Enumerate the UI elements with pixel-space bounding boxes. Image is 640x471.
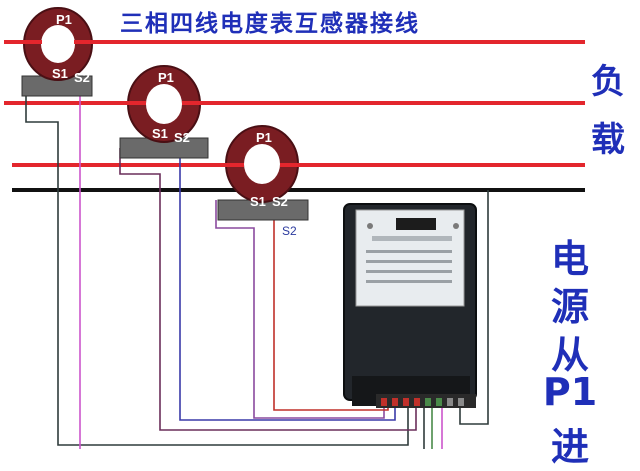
side-source-char-5: 进 [550, 425, 589, 469]
terminal-block-icon [376, 394, 476, 408]
side-source-char-1: 电 [550, 237, 589, 281]
wire-ct2-s1 [119, 148, 417, 431]
current-transformer-2 [119, 65, 210, 159]
ct1-s2-label: S2 [74, 70, 90, 85]
side-load-char-2: 载 [591, 120, 625, 160]
current-transformer-3 [217, 125, 309, 221]
ct1-s1-label: S1 [52, 66, 68, 81]
side-source-char-3: 从 [550, 333, 589, 377]
wire-neutral-meter [459, 190, 489, 425]
electricity-meter-icon [343, 203, 477, 406]
wire-ct2-s2 [179, 150, 396, 421]
ct3-s2-label: S2 [272, 194, 288, 209]
wiring-diagram: 三相四线电度表互感器接线 负 载 电 源 从 P1 进 P1 S1 S2 P1 … [4, 7, 625, 469]
wire-ct1-s1 [25, 82, 409, 446]
side-source-char-4: P1 [542, 370, 598, 414]
ct2-p1-label: P1 [158, 70, 174, 85]
s2-lead-label: S2 [282, 224, 297, 238]
side-source-char-2: 源 [550, 285, 589, 329]
wire-ct3-s2 [273, 212, 389, 411]
side-load-char-1: 负 [591, 62, 625, 102]
current-transformer-1 [4, 7, 112, 97]
ct2-s2-label: S2 [174, 130, 190, 145]
ct2-s1-label: S1 [152, 126, 168, 141]
ct3-s1-label: S1 [250, 194, 266, 209]
diagram-canvas [4, 7, 585, 449]
page-title: 三相四线电度表互感器接线 [120, 11, 420, 37]
wire-ct3-s1 [215, 200, 385, 419]
ct1-p1-label: P1 [56, 12, 72, 27]
ct3-p1-label: P1 [256, 130, 272, 145]
